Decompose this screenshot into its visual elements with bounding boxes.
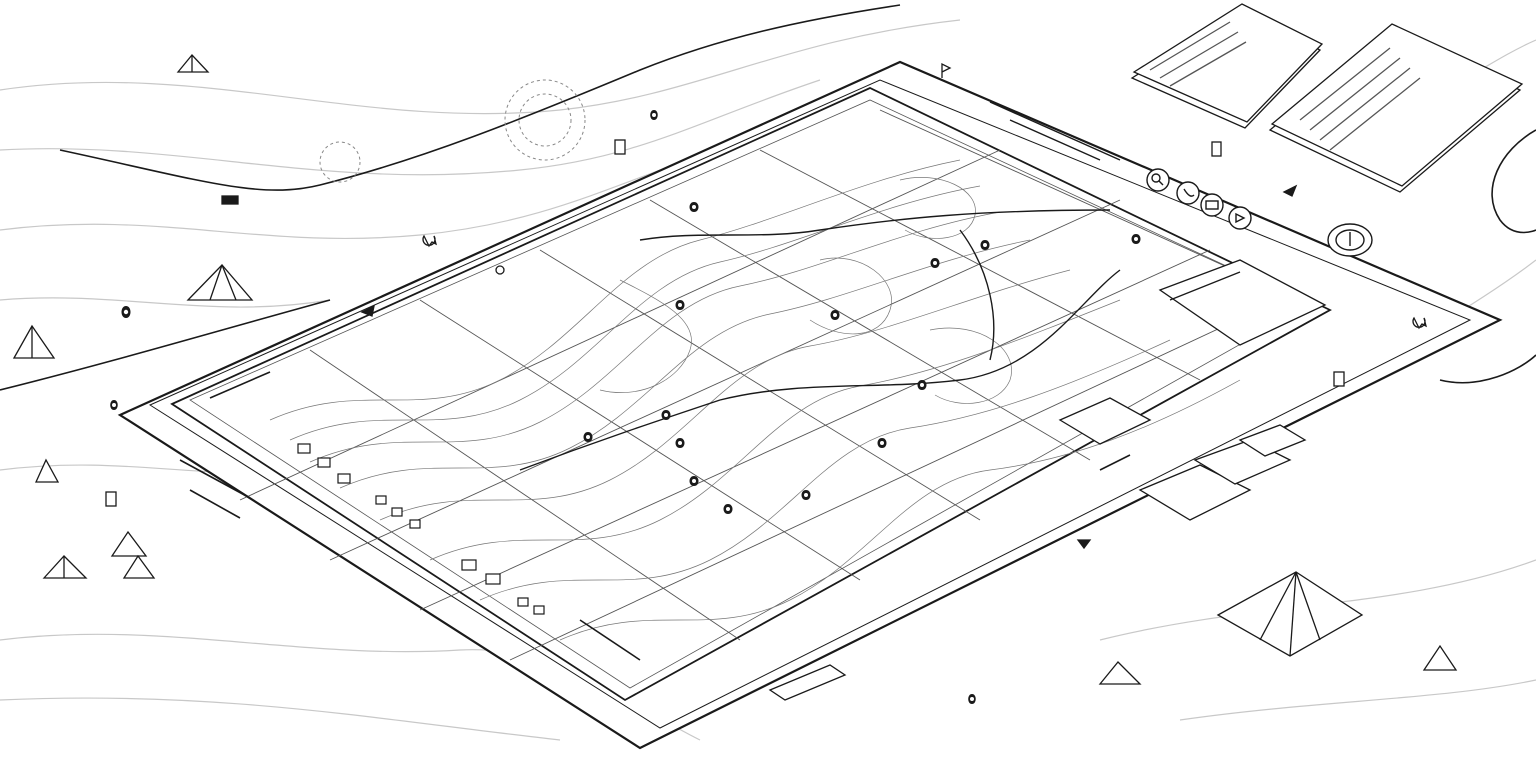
map-pin-icon[interactable] [917,380,927,398]
layer-icon[interactable] [409,519,421,529]
map-pin-icon[interactable] [980,240,990,258]
map-pin-icon [110,400,118,418]
info-card[interactable] [1138,464,1252,521]
tent-icon [122,554,156,579]
map-pin-icon[interactable] [930,258,940,276]
tent-icon [34,458,60,483]
tent-icon [1216,571,1364,657]
map-routes [519,209,1121,471]
layer-icon[interactable] [461,559,477,571]
map-pin-icon[interactable] [830,310,840,328]
compass-icon [1327,223,1373,257]
map-pin-icon [650,110,658,128]
search-button[interactable] [1146,168,1170,192]
map-grid [239,109,1301,661]
map-pin-icon[interactable] [583,432,593,450]
tent-icon [110,530,148,557]
tent-icon [186,264,254,301]
phone-icon [1333,371,1345,387]
map-sheet[interactable] [170,87,1332,702]
tent-icon [42,555,88,579]
tablet-left-bars [179,371,1131,661]
ribbon-icon [422,234,437,248]
map-pin-icon[interactable] [689,476,699,494]
info-card[interactable] [768,664,847,701]
arrow-icon [1076,539,1092,550]
document-stack-right [1268,23,1524,193]
map-contours [269,159,1241,641]
map-pin-icon[interactable] [801,490,811,508]
toolbar-buttons[interactable] [1146,168,1252,230]
document-stack-left [1130,3,1324,129]
outer-pins [110,110,976,712]
info-card[interactable] [1238,424,1307,457]
map-pins[interactable] [583,202,1141,522]
map-pin-icon[interactable] [661,410,671,428]
map-pin-icon[interactable] [877,438,887,456]
background-dark-curves [0,4,1536,391]
layer-icon[interactable] [375,495,387,505]
bottom-right-panels[interactable] [768,424,1307,701]
map-pin-icon[interactable] [1131,234,1141,252]
phone-icon [614,139,626,155]
phone-icon [1211,141,1222,157]
phone-button[interactable] [1176,181,1200,205]
tent-icons [12,54,1458,685]
map-pin-icon [121,306,131,328]
camera-button[interactable] [1200,193,1224,217]
ribbon-icon [1412,316,1427,330]
tent-icon [176,54,210,73]
map-pin-icon [968,694,976,712]
map-pin-icon[interactable] [689,202,699,220]
small-scattered-icons [105,62,1427,550]
layer-icon[interactable] [533,605,545,615]
tent-icon [1422,644,1458,671]
layer-icon[interactable] [317,457,331,468]
location-button[interactable] [1228,206,1252,230]
right-info-panel[interactable] [1058,259,1327,445]
swirl-marks [319,79,586,183]
layer-icon[interactable] [391,507,403,517]
map-pin-icon[interactable] [675,438,685,456]
layer-icon[interactable] [517,597,529,607]
flag-icon [941,62,952,78]
tent-icon [12,324,56,359]
phone-icon [105,491,117,507]
card-icon [221,195,239,205]
layer-icon[interactable] [297,443,311,454]
layer-icon[interactable] [337,473,351,484]
map-pin-icon[interactable] [675,300,685,318]
tent-icon [1098,661,1142,685]
arrow-icon [1282,184,1298,197]
arrow-icon [360,304,375,317]
layer-icon[interactable] [485,573,501,585]
map-pin-icon[interactable] [723,504,733,522]
left-tool-icons[interactable] [297,443,545,615]
